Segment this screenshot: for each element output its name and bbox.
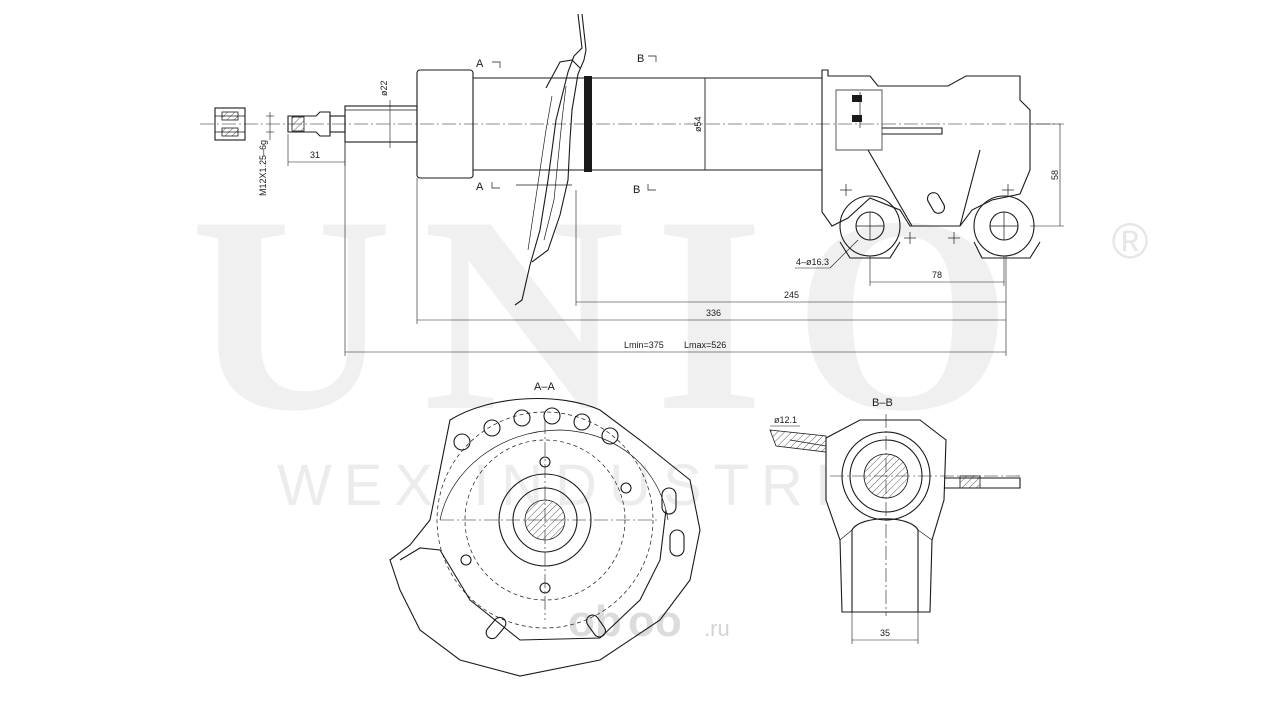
piston-rod [287, 105, 418, 143]
dim-31: 31 [310, 150, 320, 160]
dim-holes: 4–ø16.3 [796, 257, 829, 267]
dim-phi22: ø22 [379, 80, 389, 96]
site-watermark-tld: .ru [704, 616, 730, 641]
section-bb-view: B–B ø12.1 35 [769, 397, 1022, 644]
strut-side-view: A A B B M12X1.25–6g 31 ø22 ø54 [200, 13, 1064, 356]
dim-lmin: Lmin=375 [624, 340, 664, 350]
view-bb-label: B–B [872, 397, 893, 409]
view-aa-label: A–A [534, 381, 555, 393]
watermark-registered: ® [1112, 213, 1149, 269]
dim-336: 336 [706, 308, 721, 318]
dim-phi54: ø54 [693, 116, 703, 132]
dimension-lines: M12X1.25–6g 31 ø22 ø54 58 4–ø16.3 [258, 78, 1064, 356]
section-markers: A A B B [476, 53, 657, 196]
dim-245: 245 [784, 290, 799, 300]
dust-cap [416, 69, 474, 179]
dim-thread: M12X1.25–6g [258, 140, 268, 196]
section-a-bottom: A [476, 181, 484, 193]
dim-lmax: Lmax=526 [684, 340, 726, 350]
nut [214, 107, 246, 141]
dim-35: 35 [880, 628, 890, 638]
dim-78: 78 [932, 270, 942, 280]
spring-seat [514, 13, 587, 306]
section-b-top: B [637, 53, 644, 65]
site-watermark: ob oo .ru [568, 597, 730, 646]
dim-phi12: ø12.1 [774, 415, 797, 425]
watermark: UNIO ® WEX INDUSTRI ob oo .ru [190, 158, 1148, 646]
section-a-top: A [476, 58, 484, 70]
section-aa-view: A–A [389, 381, 701, 677]
site-watermark-brand2: oo [628, 597, 682, 646]
knuckle-bracket [821, 69, 1041, 259]
dim-58: 58 [1050, 170, 1060, 180]
section-b-bottom: B [633, 184, 640, 196]
watermark-brand: UNIO [190, 158, 1041, 469]
